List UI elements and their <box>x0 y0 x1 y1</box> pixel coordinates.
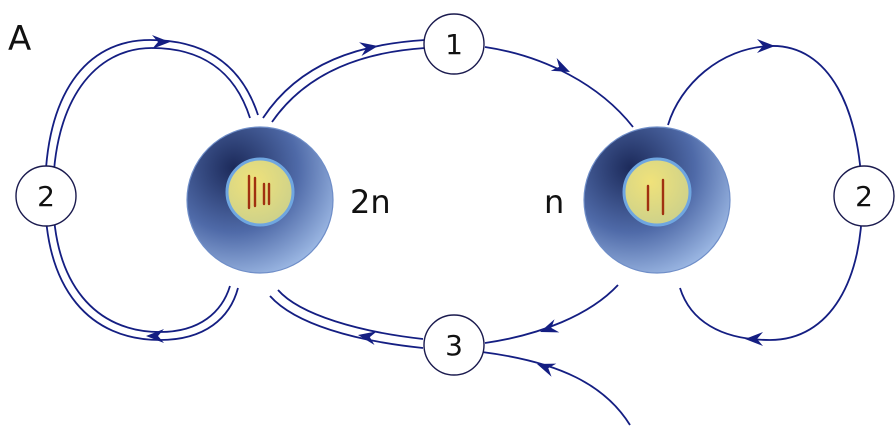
node-2-left: 2 <box>15 165 77 227</box>
arrowhead <box>745 332 763 346</box>
edge-diploid-to-node-1 <box>262 39 426 123</box>
haploid-label: n <box>544 183 564 221</box>
diploid-nucleus <box>225 157 295 227</box>
edge-node-3-to-diploid <box>269 289 424 349</box>
edge-node-1-to-haploid <box>484 46 634 128</box>
arrowhead <box>146 329 164 343</box>
arrowhead <box>540 319 560 333</box>
haploid-cell <box>583 126 731 274</box>
arrowhead <box>550 58 570 72</box>
node-3-label: 3 <box>445 329 463 362</box>
node-1-label: 1 <box>445 28 463 61</box>
node-1: 1 <box>423 13 485 75</box>
arrowhead <box>358 331 377 346</box>
diploid-chromosomes <box>247 174 271 210</box>
arrowhead <box>152 35 170 49</box>
diploid-cell <box>186 126 334 274</box>
node-2-right-label: 2 <box>855 180 873 213</box>
node-2-left-label: 2 <box>37 180 55 213</box>
arrowhead <box>757 39 775 53</box>
haploid-nucleus <box>622 157 692 227</box>
diploid-label: 2n <box>350 183 391 221</box>
edge-input-to-node-3 <box>481 351 631 426</box>
node-3: 3 <box>423 314 485 376</box>
panel-label: A <box>8 19 31 59</box>
edge-haploid-to-node-3 <box>484 284 619 344</box>
arrowhead <box>537 363 557 377</box>
arrowhead <box>359 42 378 57</box>
node-2-right: 2 <box>833 165 895 227</box>
haploid-chromosomes <box>646 178 665 216</box>
